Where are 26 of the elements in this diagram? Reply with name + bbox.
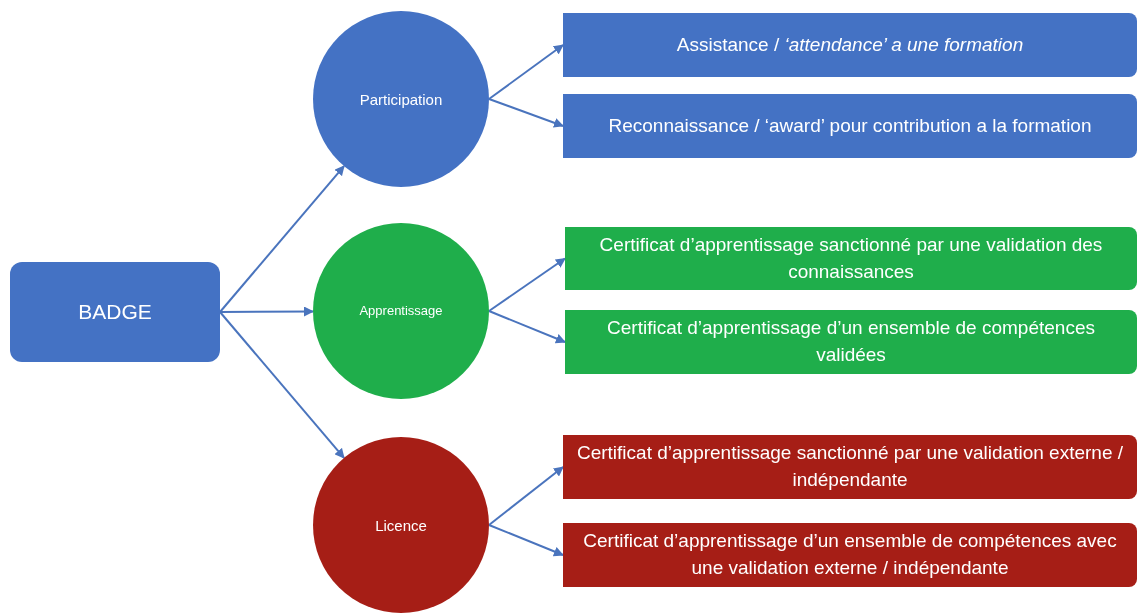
arrow xyxy=(219,311,345,459)
description-box xyxy=(563,435,1137,499)
node-label: Licence xyxy=(375,515,427,536)
description-box xyxy=(565,227,1137,290)
description-box xyxy=(563,13,1137,77)
arrow xyxy=(488,257,566,312)
description-box xyxy=(563,523,1137,587)
root-box xyxy=(10,262,220,362)
node-label: Participation xyxy=(359,89,443,110)
description-text: Certificat d’apprentissage sanctionné par une validation des connaissances xyxy=(598,232,1104,284)
description-text: Reconnaissance / ‘award’ pour contribution a la formation xyxy=(608,113,1092,138)
description-box xyxy=(565,310,1137,374)
description-text: Certificat d’apprentissage d’un ensemble de compétences avec une validation externe / indépendante xyxy=(582,529,1118,580)
description-text: Certificat d’apprentissage sanctionné par une validation externe / indépendante xyxy=(575,441,1125,492)
node-label: Apprentissage xyxy=(359,301,443,320)
arrow xyxy=(488,44,564,100)
description-text: Certificat d’apprentissage d’un ensemble de compétences validées xyxy=(606,316,1096,367)
arrow xyxy=(488,98,564,128)
description-text: Assistance / ‘attendance’ a une formation xyxy=(676,32,1024,57)
arrow xyxy=(488,310,566,344)
arrow xyxy=(488,524,564,557)
node-label: BADGE xyxy=(78,299,152,326)
arrow xyxy=(219,306,314,317)
arrow xyxy=(488,466,564,526)
description-box xyxy=(563,94,1137,158)
arrow xyxy=(219,165,345,313)
